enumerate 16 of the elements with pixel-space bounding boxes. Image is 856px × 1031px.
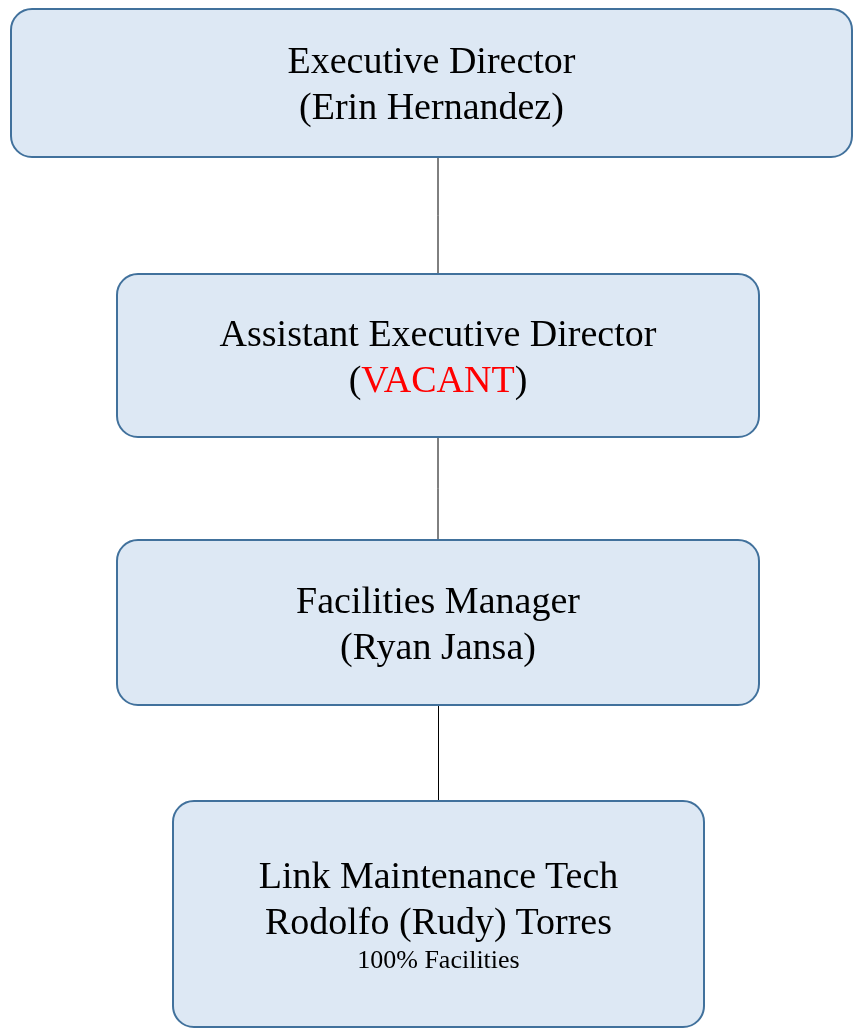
connector-line	[437, 437, 439, 540]
role-box	[10, 8, 853, 158]
person-name: (Erin Hernandez)	[299, 84, 564, 129]
role-box	[116, 539, 760, 706]
allocation-note: 100% Facilities	[357, 944, 520, 976]
person-name: Rodolfo (Rudy) Torres	[264, 899, 612, 944]
role-title: Facilities Manager	[296, 577, 580, 623]
role-box	[116, 273, 760, 438]
role-box	[172, 800, 705, 1028]
person-name: (Ryan Jansa)	[340, 623, 536, 669]
person-name: (VACANT)	[348, 356, 528, 402]
role-title: Assistant Executive Director	[219, 310, 657, 356]
role-title: Executive Director	[287, 38, 576, 83]
connector-line	[437, 157, 439, 274]
connector-line	[438, 705, 439, 801]
role-title: Link Maintenance Tech	[258, 853, 619, 898]
